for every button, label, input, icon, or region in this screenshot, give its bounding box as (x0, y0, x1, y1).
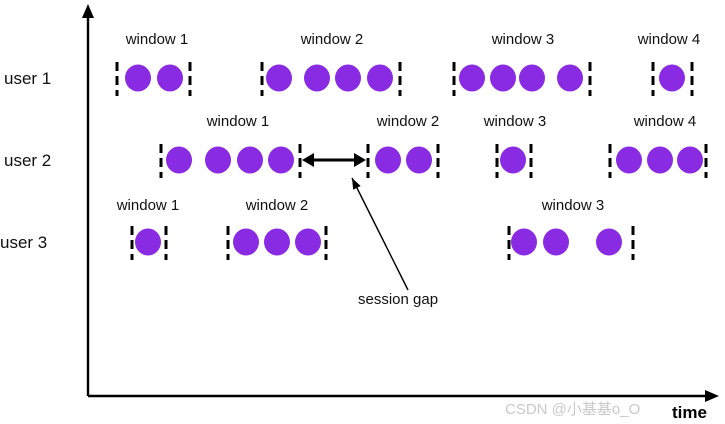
row-2-window-4-event-dot-2 (647, 146, 673, 174)
row-1-window-2-event-dot-4 (367, 64, 393, 92)
row-2-window-1-event-dot-1 (166, 146, 192, 174)
row-2-window-4-label: window 4 (633, 113, 697, 130)
row-1-window-1-event-dot-1 (125, 64, 151, 92)
row-1-window-2-event-dot-3 (335, 64, 361, 92)
row-1-window-3-event-dot-4 (557, 64, 583, 92)
row-2-window-2-label: window 2 (376, 113, 440, 130)
session-gap-arrowhead-left (302, 153, 314, 167)
row-1-window-2-event-dot-2 (304, 64, 330, 92)
session-gap-label: session gap (358, 291, 439, 308)
row-2-window-2-event-dot-2 (406, 146, 432, 174)
row-3-window-3-event-dot-2 (543, 228, 569, 256)
session-gap-pointer-line (351, 177, 409, 291)
row-1-window-4-label: window 4 (637, 31, 701, 48)
row-3-window-2-event-dot-2 (264, 228, 290, 256)
row-3-window-3-label: window 3 (541, 197, 605, 214)
row-2-window-4-event-dot-1 (616, 146, 642, 174)
row-1-window-2-label: window 2 (300, 31, 364, 48)
row-2-window-4-event-dot-3 (677, 146, 703, 174)
csdn-watermark: CSDN @小基基o_O (505, 401, 641, 418)
row-3-window-2-event-dot-1 (233, 228, 259, 256)
row-1-window-3-label: window 3 (491, 31, 555, 48)
row-2-window-3-label: window 3 (483, 113, 547, 130)
x-axis-arrowhead (705, 390, 719, 402)
row-3-window-3-event-dot-1 (511, 228, 537, 256)
row-3-window-2-label: window 2 (245, 197, 309, 214)
session-gap-pointer-arrowhead (352, 178, 361, 190)
row-2-window-1-event-dot-4 (268, 146, 294, 174)
y-axis-arrowhead (82, 4, 94, 18)
user-label-1: user 1 (4, 69, 52, 88)
x-axis-label: time (672, 403, 707, 422)
row-1-window-4-event-dot-1 (659, 64, 685, 92)
row-3-window-2-event-dot-3 (295, 228, 321, 256)
row-1-window-3-event-dot-2 (490, 64, 516, 92)
row-2-window-3-event-dot-1 (500, 146, 526, 174)
row-1-window-3-event-dot-3 (519, 64, 545, 92)
row-2-window-1-label: window 1 (206, 113, 270, 130)
row-1-window-1-event-dot-2 (157, 64, 183, 92)
row-3-window-1-label: window 1 (116, 197, 180, 214)
user-label-3: user 3 (0, 233, 48, 252)
row-1-window-2-event-dot-1 (266, 64, 292, 92)
row-3-window-1-event-dot-1 (135, 228, 161, 256)
row-1-window-1-label: window 1 (125, 31, 189, 48)
row-2-window-1-event-dot-3 (237, 146, 263, 174)
row-1-window-3-event-dot-1 (459, 64, 485, 92)
row-2-window-1-event-dot-2 (205, 146, 231, 174)
row-2-window-2-event-dot-1 (375, 146, 401, 174)
row-3-window-3-event-dot-3 (596, 228, 622, 256)
user-label-2: user 2 (4, 151, 52, 170)
session-gap-arrowhead-right (354, 153, 366, 167)
